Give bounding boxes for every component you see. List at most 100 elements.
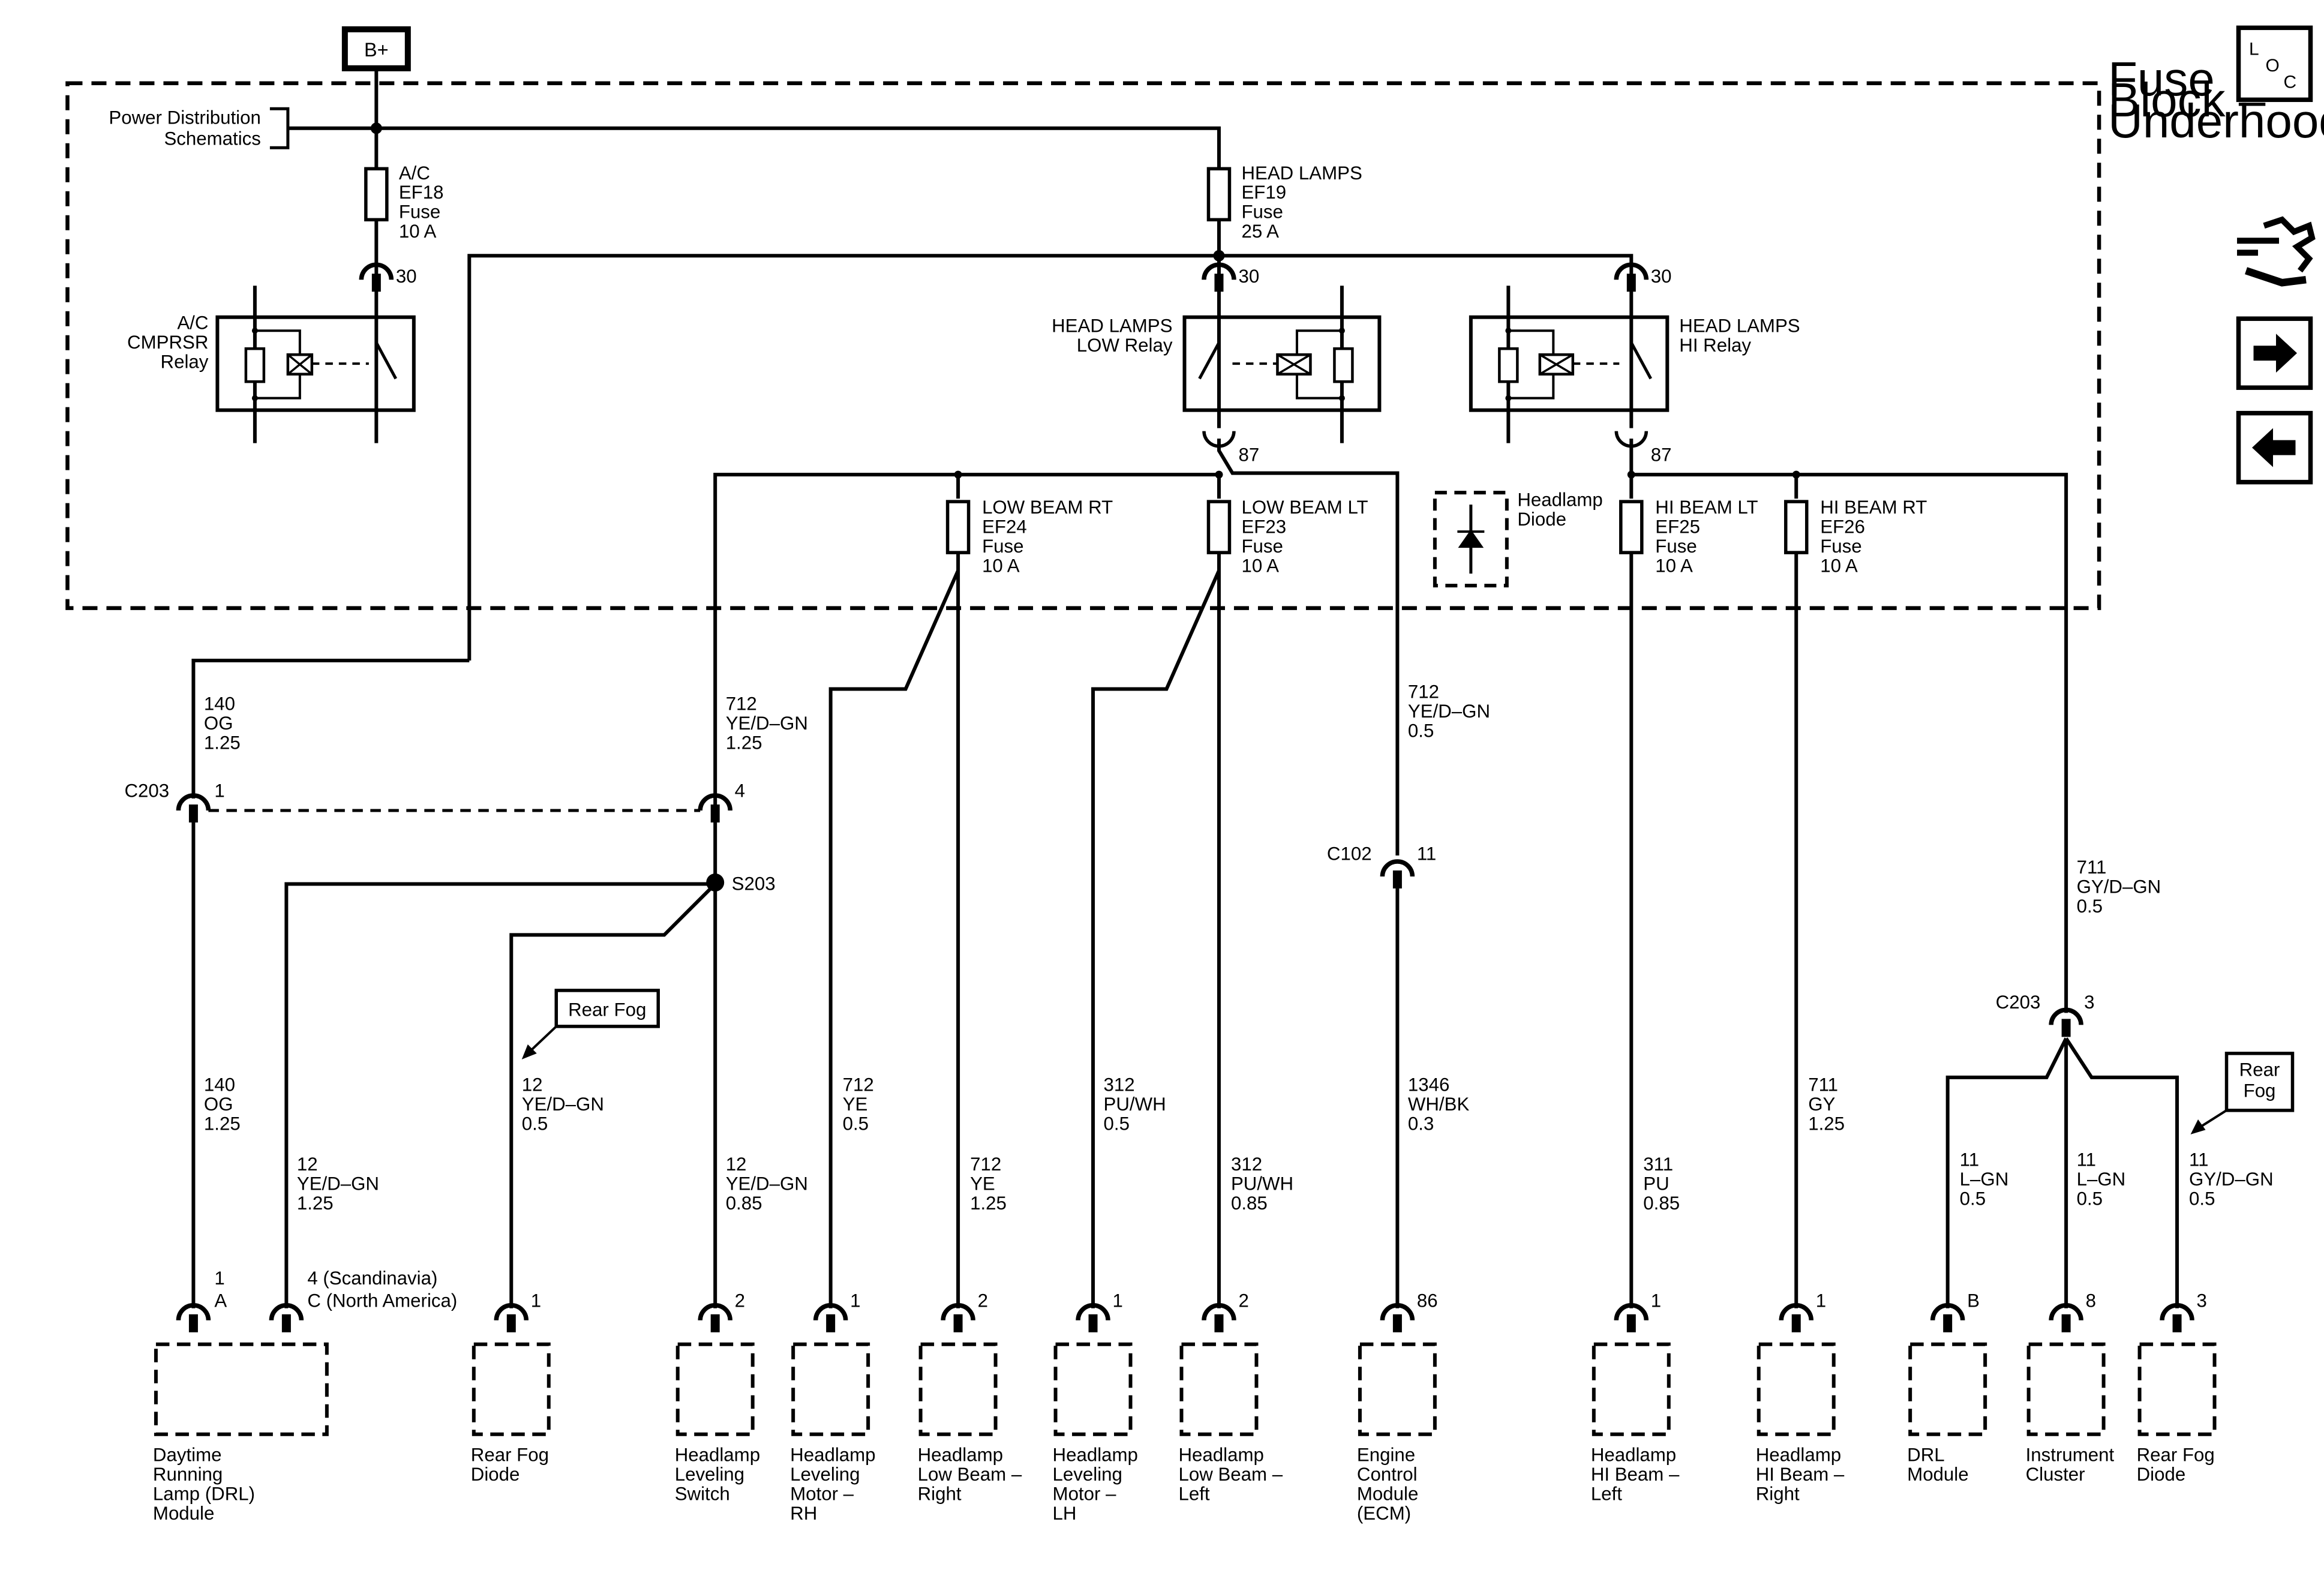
svg-text:Running: Running <box>153 1464 223 1485</box>
fuse-ef19: HEAD LAMPS EF19 Fuse 25 A <box>1206 163 1362 242</box>
svg-text:YE/D–GN: YE/D–GN <box>726 1173 808 1194</box>
svg-text:2: 2 <box>735 1290 745 1311</box>
svg-text:Headlamp: Headlamp <box>918 1445 1003 1466</box>
svg-text:EF23: EF23 <box>1241 517 1286 538</box>
svg-text:YE: YE <box>843 1094 868 1115</box>
svg-text:C203: C203 <box>1996 992 2041 1013</box>
svg-text:712: 712 <box>1408 682 1439 703</box>
svg-text:1: 1 <box>850 1290 860 1311</box>
svg-text:A/C: A/C <box>399 163 430 184</box>
fuse-block-label-1: Fuse <box>2108 52 2215 106</box>
svg-text:LOW Relay: LOW Relay <box>1077 335 1173 356</box>
svg-text:C102: C102 <box>1327 843 1372 864</box>
fuse-block-label-3: Underhood <box>2108 94 2324 148</box>
svg-text:Right: Right <box>1756 1484 1800 1505</box>
svg-text:12: 12 <box>522 1074 543 1095</box>
svg-text:WH/BK: WH/BK <box>1408 1094 1470 1115</box>
svg-text:Fuse: Fuse <box>1655 536 1697 557</box>
wiring-harness-icon[interactable] <box>2237 216 2316 287</box>
svg-text:712: 712 <box>970 1154 1001 1175</box>
svg-text:DRL: DRL <box>1907 1445 1944 1466</box>
svg-text:1: 1 <box>214 1268 224 1289</box>
svg-text:0.5: 0.5 <box>522 1113 548 1134</box>
svg-text:B: B <box>1967 1290 1980 1311</box>
fuse-ef25: HI BEAM LT EF25 Fuse 10 A <box>1619 497 1758 577</box>
splice-s203: S203 <box>706 873 776 894</box>
svg-text:Motor –: Motor – <box>1053 1484 1117 1505</box>
svg-text:HEAD LAMPS: HEAD LAMPS <box>1052 316 1172 337</box>
svg-text:Module: Module <box>1907 1464 1968 1485</box>
svg-text:OG: OG <box>204 1094 233 1115</box>
component-instrument-cluster: 8 Instrument Cluster <box>2026 1290 2115 1485</box>
svg-text:O: O <box>2266 56 2280 76</box>
svg-text:LOW BEAM RT: LOW BEAM RT <box>982 497 1113 518</box>
svg-text:CMPRSR: CMPRSR <box>127 332 208 353</box>
fuse-ef26: HI BEAM RT EF26 Fuse 10 A <box>1783 497 1927 577</box>
svg-text:EF26: EF26 <box>1820 517 1865 538</box>
svg-text:86: 86 <box>1417 1290 1438 1311</box>
svg-text:10 A: 10 A <box>982 556 1020 577</box>
svg-text:1: 1 <box>1113 1290 1123 1311</box>
svg-text:0.85: 0.85 <box>1231 1193 1268 1214</box>
svg-text:0.5: 0.5 <box>2189 1188 2215 1209</box>
arrow-left-icon[interactable] <box>2236 410 2313 485</box>
arrow-right-icon[interactable] <box>2236 316 2313 390</box>
svg-text:Engine: Engine <box>1357 1445 1415 1466</box>
svg-text:Power Distribution: Power Distribution <box>109 107 260 128</box>
svg-text:4 (Scandinavia): 4 (Scandinavia) <box>307 1268 437 1289</box>
svg-text:GY: GY <box>1808 1094 1835 1115</box>
svg-text:711: 711 <box>2077 857 2107 878</box>
svg-text:C203: C203 <box>124 780 169 801</box>
component-low-beam-right: 2 Headlamp Low Beam – Right <box>918 1290 1022 1504</box>
low-beam-distribution <box>713 439 1400 1308</box>
component-leveling-motor-rh: 1 Headlamp Leveling Motor – RH <box>790 1290 875 1524</box>
svg-text:Cluster: Cluster <box>2026 1464 2085 1485</box>
svg-text:Fuse: Fuse <box>1241 536 1283 557</box>
svg-text:Daytime: Daytime <box>153 1445 222 1466</box>
svg-text:Leveling: Leveling <box>790 1464 860 1485</box>
svg-text:EF25: EF25 <box>1655 517 1700 538</box>
svg-text:HI Relay: HI Relay <box>1679 335 1751 356</box>
svg-text:10 A: 10 A <box>1820 556 1858 577</box>
loc-icon[interactable]: L O C <box>2236 25 2313 103</box>
svg-text:1.25: 1.25 <box>726 733 762 754</box>
svg-text:30: 30 <box>1238 266 1259 287</box>
rear-fog-callout-left: Rear Fog <box>521 989 660 1059</box>
svg-text:1: 1 <box>1651 1290 1661 1311</box>
rear-fog-callout-right: Rear Fog <box>2190 1052 2295 1134</box>
component-rear-fog-diode-right: 3 Rear Fog Diode <box>2137 1290 2217 1485</box>
svg-text:Left: Left <box>1178 1484 1209 1505</box>
battery-positive: B+ <box>341 26 411 71</box>
svg-text:1: 1 <box>531 1290 541 1311</box>
svg-text:312: 312 <box>1104 1074 1135 1095</box>
svg-text:Lamp (DRL): Lamp (DRL) <box>153 1484 255 1505</box>
svg-text:312: 312 <box>1231 1154 1262 1175</box>
svg-text:0.85: 0.85 <box>726 1193 762 1214</box>
svg-text:1.25: 1.25 <box>1808 1113 1845 1134</box>
svg-text:3: 3 <box>2197 1290 2207 1311</box>
svg-text:12: 12 <box>726 1154 747 1175</box>
svg-text:Instrument: Instrument <box>2026 1445 2115 1466</box>
svg-text:3: 3 <box>2084 992 2094 1013</box>
svg-text:10 A: 10 A <box>1655 556 1693 577</box>
fuse-ef23: LOW BEAM LT EF23 Fuse 10 A <box>1206 497 1368 577</box>
svg-text:10 A: 10 A <box>399 221 437 242</box>
svg-text:YE/D–GN: YE/D–GN <box>726 713 808 734</box>
head-lamps-hi-relay: 30 HEAD LAMPS HI Relay 87 <box>1469 265 1800 466</box>
svg-text:Fuse: Fuse <box>1820 536 1861 557</box>
svg-text:Switch: Switch <box>675 1484 730 1505</box>
component-rear-fog-diode-left: 1 Rear Fog Diode <box>471 1290 551 1485</box>
svg-text:EF19: EF19 <box>1241 182 1286 203</box>
svg-text:Fog: Fog <box>2244 1080 2276 1101</box>
connector-c203-right: C203 3 <box>1945 992 2179 1308</box>
svg-text:0.5: 0.5 <box>1104 1113 1130 1134</box>
svg-text:(ECM): (ECM) <box>1357 1503 1411 1524</box>
svg-text:HI BEAM LT: HI BEAM LT <box>1655 497 1758 518</box>
svg-text:PU/WH: PU/WH <box>1231 1173 1293 1194</box>
svg-text:Control: Control <box>1357 1464 1418 1485</box>
svg-text:Low Beam –: Low Beam – <box>918 1464 1022 1485</box>
svg-text:HI Beam –: HI Beam – <box>1591 1464 1680 1485</box>
svg-text:Leveling: Leveling <box>675 1464 744 1485</box>
svg-text:L–GN: L–GN <box>2077 1169 2126 1190</box>
ac-compressor-relay: 30 A/C CMPRSR Relay <box>127 265 417 443</box>
